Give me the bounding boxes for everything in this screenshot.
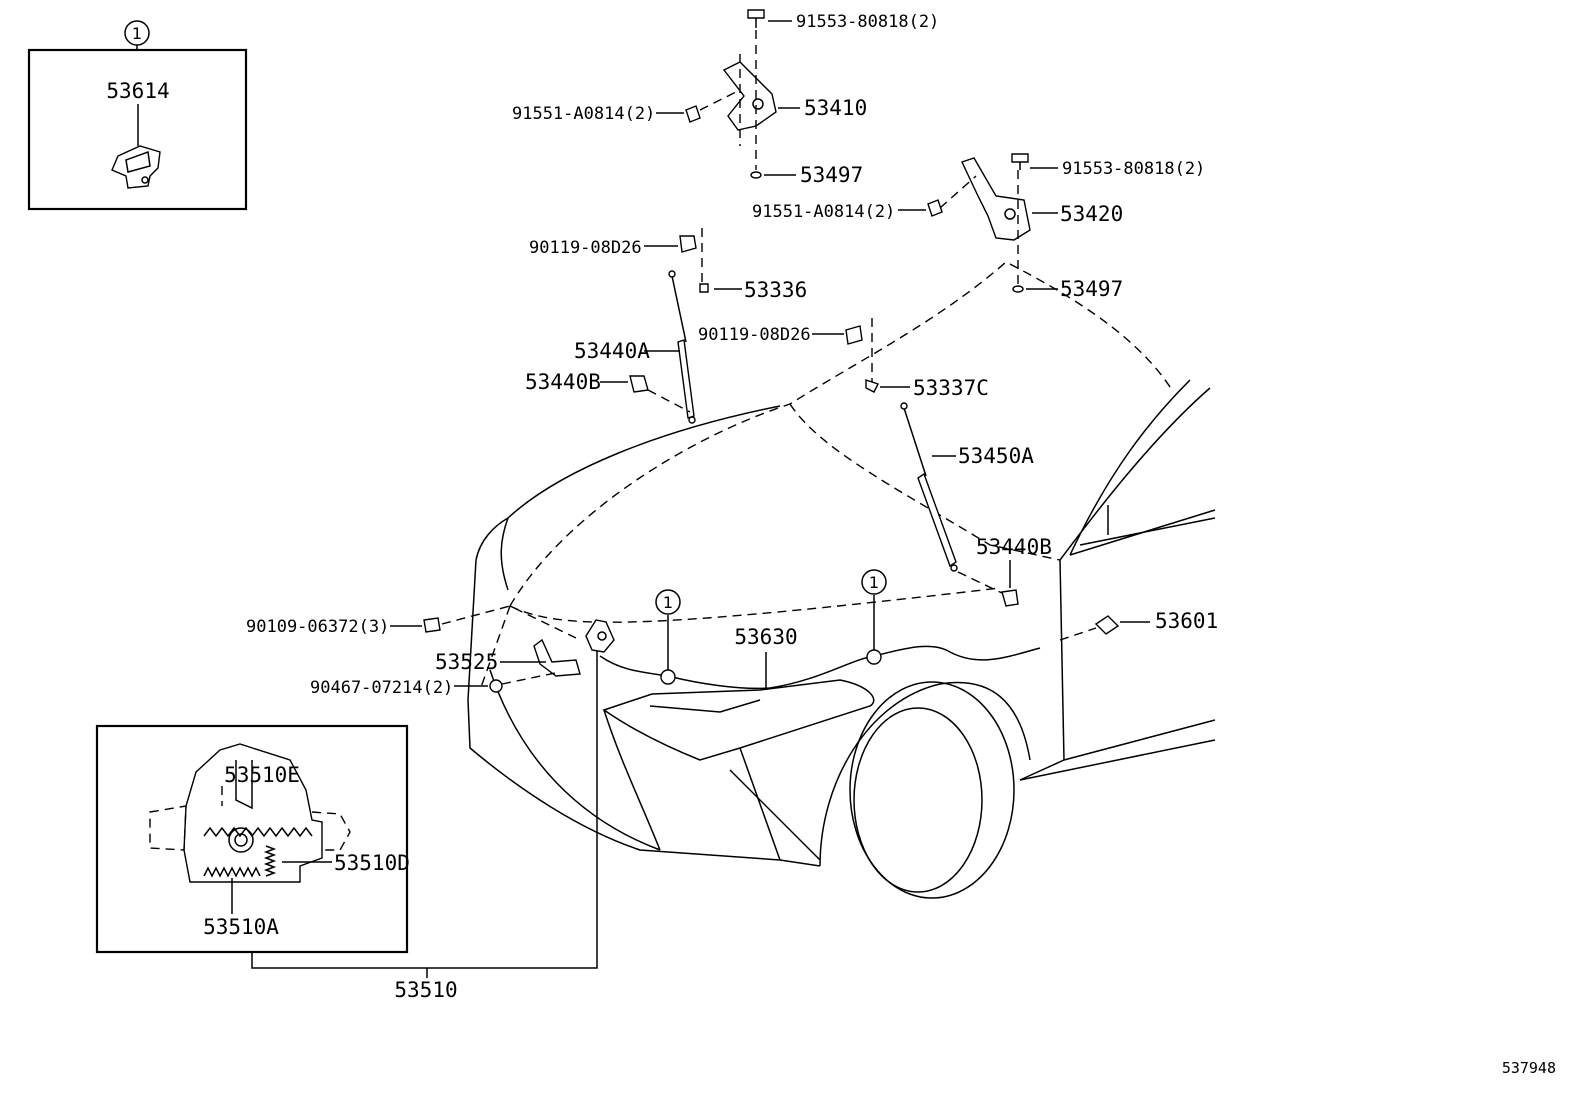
label-53630: 53630 xyxy=(734,625,797,649)
bolt-icon xyxy=(679,235,697,253)
bolt-icon xyxy=(927,199,943,217)
diagram-id: 537948 xyxy=(1502,1059,1556,1077)
label-53510D: 53510D xyxy=(334,851,410,875)
nut-icon xyxy=(489,679,503,693)
label-53510E: 53510E xyxy=(224,763,300,787)
label-53450A: 53450A xyxy=(958,444,1034,468)
ball-stud-icon xyxy=(1001,589,1019,607)
hinge-53410 xyxy=(656,9,800,179)
label-53497-right: 53497 xyxy=(1060,277,1123,301)
stud-icon xyxy=(699,283,709,293)
bracket-53510: 53510 xyxy=(251,650,598,1002)
label-53510: 53510 xyxy=(394,978,457,1002)
hood-lock-53510 xyxy=(585,619,615,653)
label-53440B-left: 53440B xyxy=(525,370,601,394)
label-90109-06372: 90109-06372(3) xyxy=(246,617,389,637)
hood-strut-53440A xyxy=(600,228,742,424)
support-53525 xyxy=(533,638,581,677)
bolt-icon xyxy=(1011,153,1029,170)
label-91553-80818-top: 91553-80818(2) xyxy=(796,12,939,32)
bolt-icon xyxy=(845,325,863,345)
latch-assembly-icon xyxy=(149,743,351,883)
bolt-icon xyxy=(685,105,701,123)
stud-icon xyxy=(865,379,879,393)
label-53601: 53601 xyxy=(1155,609,1218,633)
ball-stud-icon xyxy=(629,375,649,393)
clip-53614-icon xyxy=(111,145,161,189)
car-front-outline: 1 1 xyxy=(467,261,1216,899)
label-53614: 53614 xyxy=(106,79,169,103)
label-90119-08D26-b: 90119-08D26 xyxy=(698,325,811,345)
label-53510A: 53510A xyxy=(203,915,279,939)
inset-box-53614: 1 53614 xyxy=(27,20,248,211)
label-53525: 53525 xyxy=(435,650,498,674)
release-lever-53601 xyxy=(1059,615,1150,641)
label-53440B-right: 53440B xyxy=(976,535,1052,559)
label-53420: 53420 xyxy=(1060,202,1123,226)
cable-clip-callout-left: 1 xyxy=(663,593,673,612)
label-91551-A0814-top: 91551-A0814(2) xyxy=(512,104,655,124)
label-53337C: 53337C xyxy=(913,376,989,400)
label-53440A: 53440A xyxy=(574,339,650,363)
label-53497-top: 53497 xyxy=(800,163,863,187)
hinge-53420 xyxy=(898,153,1058,293)
inset-box-53510-latch: 53510E 53510D 53510A xyxy=(95,724,410,954)
label-53336: 53336 xyxy=(744,278,807,302)
bolt-icon xyxy=(423,617,441,633)
label-53410: 53410 xyxy=(804,96,867,120)
cable-clip-callout-right: 1 xyxy=(869,573,879,592)
label-90119-08D26-a: 90119-08D26 xyxy=(529,238,642,258)
inset-callout-marker: 1 xyxy=(132,24,142,43)
hood-strut-53450A xyxy=(812,318,1019,607)
label-91551-A0814-right: 91551-A0814(2) xyxy=(752,202,895,222)
label-91553-80818-right: 91553-80818(2) xyxy=(1062,159,1205,179)
bolt-icon xyxy=(747,9,765,28)
label-90467-07214: 90467-07214(2) xyxy=(310,678,453,698)
